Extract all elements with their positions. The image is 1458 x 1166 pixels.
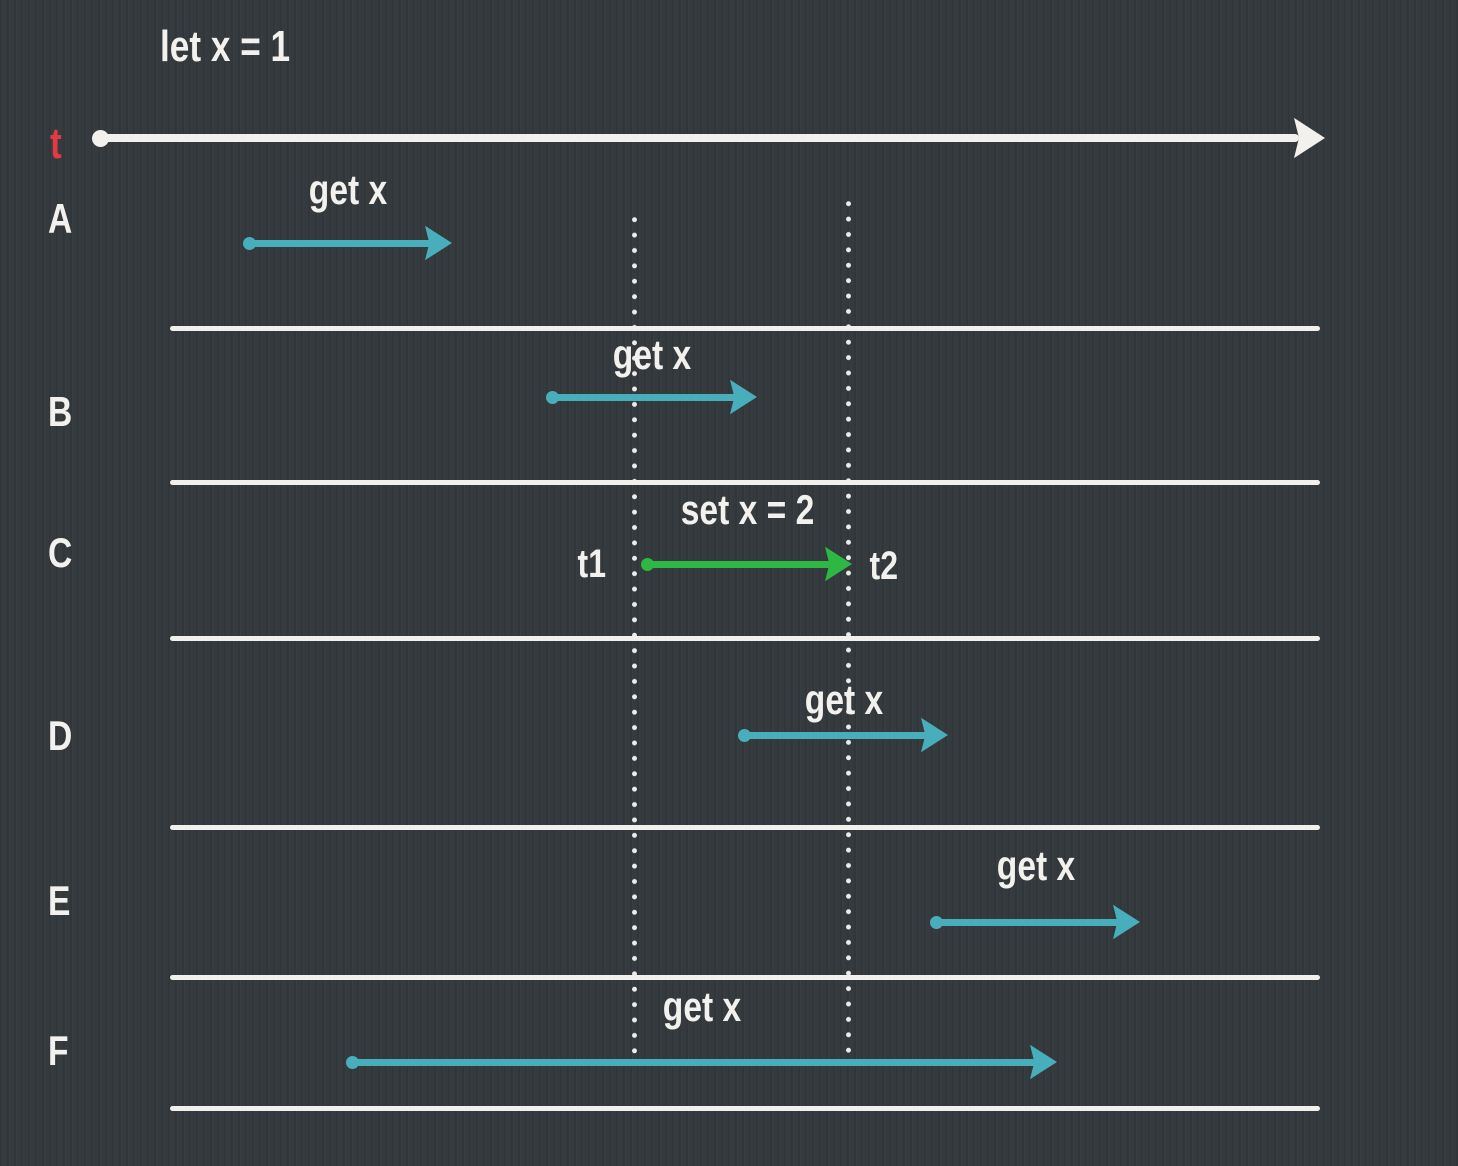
t2-marker-label: t2 xyxy=(869,544,899,588)
t1-dotted-line xyxy=(632,212,637,1057)
lane-divider xyxy=(170,825,1320,830)
lane-divider xyxy=(170,326,1320,331)
lane-divider xyxy=(170,480,1320,485)
lane-label-b: B xyxy=(48,388,73,435)
op-label-e: get x xyxy=(996,842,1076,889)
lane-label-f: F xyxy=(48,1027,69,1074)
t2-dotted-line xyxy=(846,196,851,1056)
time-axis-label: t xyxy=(50,119,62,168)
lane-divider xyxy=(170,636,1320,641)
op-label-b: get x xyxy=(613,331,692,378)
lane-label-a: A xyxy=(48,195,73,242)
op-label-a: get x xyxy=(309,166,388,213)
lane-divider xyxy=(170,1106,1320,1111)
op-label-f: get x xyxy=(663,983,742,1030)
op-label-c: set x = 2 xyxy=(680,486,815,533)
lane-label-e: E xyxy=(48,877,71,924)
lane-divider xyxy=(170,975,1320,980)
init-statement-label: let x = 1 xyxy=(160,22,291,71)
lane-label-c: C xyxy=(48,529,73,576)
op-label-d: get x xyxy=(804,676,884,723)
lane-label-d: D xyxy=(48,712,73,759)
t1-marker-label: t1 xyxy=(577,542,607,586)
